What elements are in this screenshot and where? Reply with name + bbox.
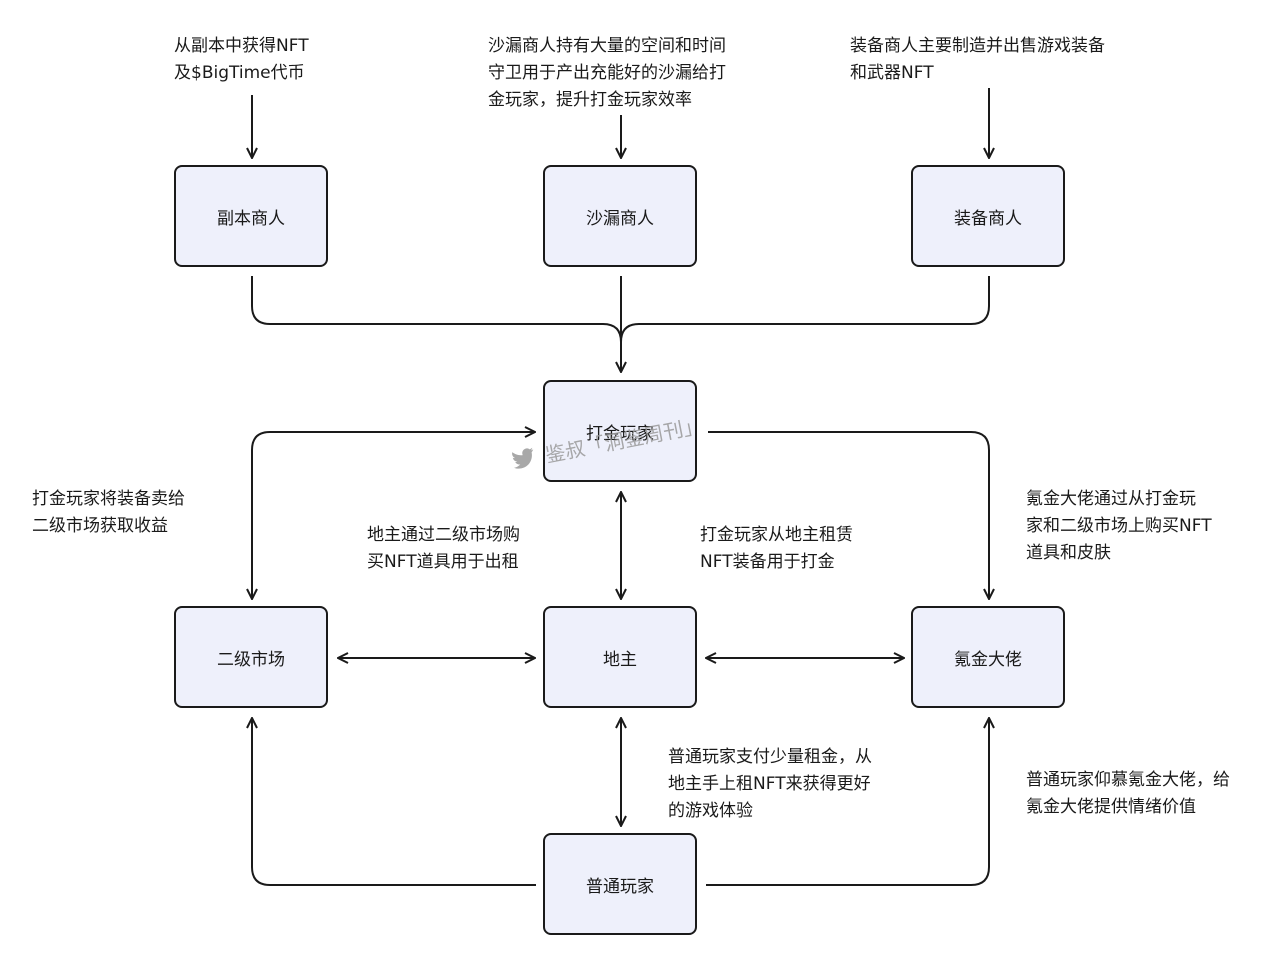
node-secondary-market: 二级市场: [174, 606, 328, 708]
label-hourglass: 沙漏商人持有大量的空间和时间 守卫用于产出充能好的沙漏给打 金玩家，提升打金玩家…: [488, 36, 726, 110]
edge-equipment-to-farmer: [620, 276, 990, 343]
node-whale: 氪金大佬: [911, 606, 1065, 708]
node-landlord: 地主: [543, 606, 697, 708]
edge-regular-whale: [706, 718, 989, 886]
label-dungeon: 从副本中获得NFT 及$BigTime代币: [174, 36, 309, 83]
edge-farmer-whale: [708, 431, 989, 599]
node-dungeon-merchant: 副本商人: [174, 165, 328, 267]
label-farmer-rents: 打金玩家从地主租赁 NFT装备用于打金: [700, 525, 853, 572]
node-regular-player: 普通玩家: [543, 833, 697, 935]
node-hourglass-merchant: 沙漏商人: [543, 165, 697, 267]
edge-dungeon-to-farmer: [251, 276, 622, 343]
watermark: 鉴叔「洞鉴周刊」: [509, 409, 705, 474]
label-equipment: 装备商人主要制造并出售游戏装备 和武器NFT: [850, 36, 1105, 83]
node-equipment-merchant: 装备商人: [911, 165, 1065, 267]
label-regular-admires: 普通玩家仰慕氪金大佬，给 氪金大佬提供情绪价值: [1026, 770, 1230, 817]
label-regular-rents: 普通玩家支付少量租金，从 地主手上租NFT来获得更好 的游戏体验: [668, 747, 872, 821]
twitter-bird-icon: [511, 447, 534, 469]
label-landlord-buys: 地主通过二级市场购 买NFT道具用于出租: [367, 525, 520, 572]
edge-regular-market: [252, 718, 536, 886]
label-whale-buys: 氪金大佬通过从打金玩 家和二级市场上购买NFT 道具和皮肤: [1026, 489, 1212, 563]
node-gold-farmer: 打金玩家: [543, 380, 697, 482]
edge-farmer-market: [252, 432, 535, 599]
label-farmer-to-market: 打金玩家将装备卖给 二级市场获取收益: [32, 489, 185, 536]
